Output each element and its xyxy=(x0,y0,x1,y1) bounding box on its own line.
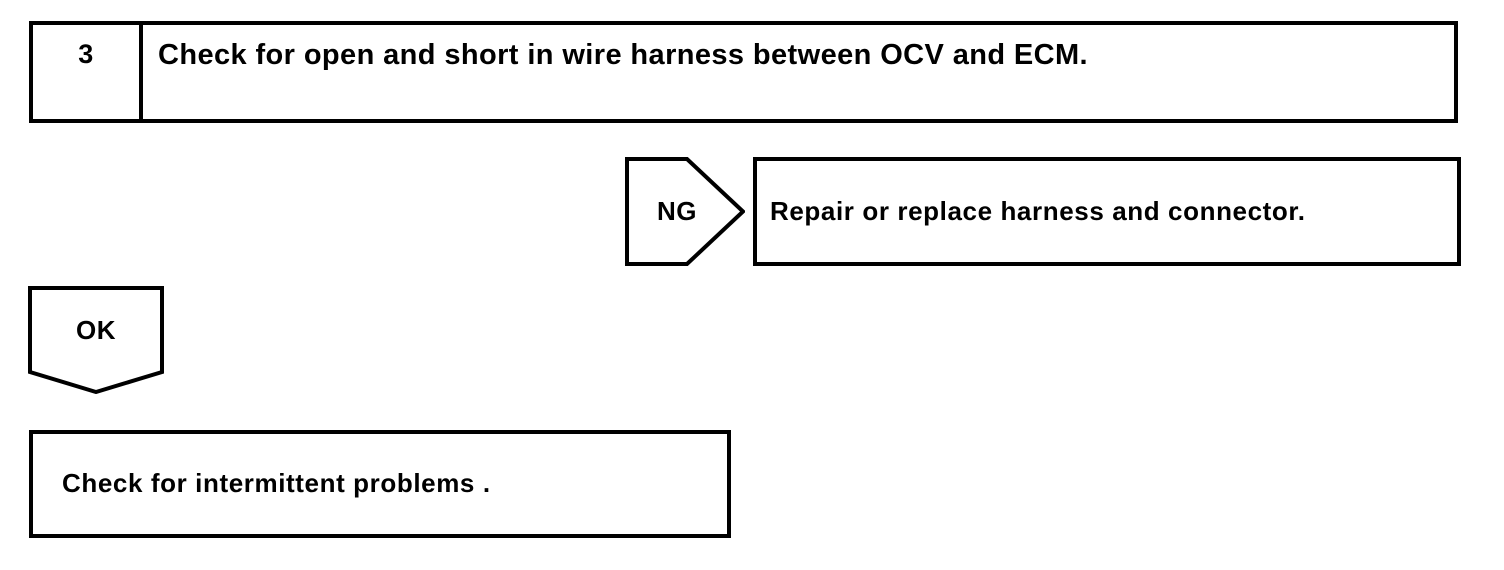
ok-result-text: Check for intermittent problems . xyxy=(62,468,491,499)
ng-result-text: Repair or replace harness and connector. xyxy=(770,195,1306,226)
step-title-cell: Check for open and short in wire harness… xyxy=(143,25,1454,119)
step-number: 3 xyxy=(78,39,94,69)
ng-arrow-icon xyxy=(625,157,745,266)
step-number-cell: 3 xyxy=(33,25,143,119)
ok-arrow-icon xyxy=(28,286,164,394)
ok-result-box: Check for intermittent problems . xyxy=(29,430,731,538)
step-header-row: 3 Check for open and short in wire harne… xyxy=(29,21,1458,123)
ng-result-box: Repair or replace harness and connector. xyxy=(753,157,1461,266)
step-title: Check for open and short in wire harness… xyxy=(158,39,1089,71)
